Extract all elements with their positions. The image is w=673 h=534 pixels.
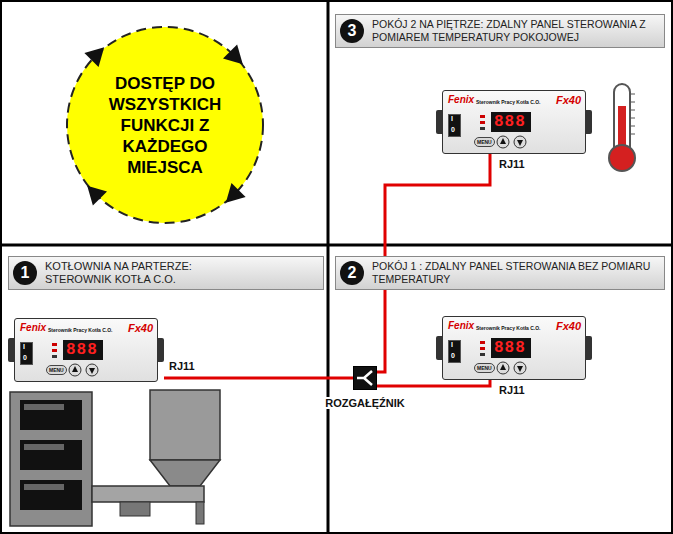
- mounting-ear: [585, 336, 592, 360]
- button-arrow: [72, 366, 78, 372]
- model-name: Fx40: [128, 322, 153, 334]
- led-display: 888: [66, 341, 98, 359]
- arrow-buttons: [496, 361, 536, 375]
- mounting-ear: [157, 338, 164, 362]
- button-arrow: [500, 138, 506, 144]
- divider-horizontal: [0, 244, 673, 247]
- arrow-buttons: [496, 135, 536, 149]
- led-display: 888: [494, 113, 526, 131]
- switch-mark: 0: [451, 352, 455, 360]
- boiler: [10, 390, 220, 526]
- splitter: ROZGAŁĘŹNIK: [353, 366, 377, 390]
- cycle-arrow: [219, 183, 246, 210]
- led: [52, 349, 57, 352]
- led: [52, 343, 57, 346]
- switch-mark: I: [451, 115, 453, 123]
- led: [480, 121, 485, 124]
- power-switch: [448, 340, 461, 363]
- button-arrow: [517, 366, 523, 372]
- connector-label: RJ11: [498, 158, 526, 170]
- led: [480, 347, 485, 350]
- button-down: [514, 136, 526, 148]
- panel-title: Sterownik Pracy Kotła C.O.: [476, 325, 540, 331]
- room-caption: POKÓJ 1 : ZDALNY PANEL STEROWANIA BEZ PO…: [372, 260, 658, 286]
- connector-label: RJ11: [498, 384, 526, 396]
- model-name: Fx40: [556, 320, 581, 332]
- arrowhead: [219, 183, 246, 210]
- room-banner: 2 POKÓJ 1 : ZDALNY PANEL STEROWANIA BEZ P…: [335, 256, 665, 290]
- cable: [377, 380, 490, 386]
- button-up: [497, 362, 509, 374]
- switch-mark: 0: [451, 126, 455, 134]
- slogan-text: DOSTĘP DO WSZYSTKICH FUNKCJI Z KAŻDEGO M…: [90, 73, 240, 178]
- slogan-circle: DOSTĘP DO WSZYSTKICH FUNKCJI Z KAŻDEGO M…: [65, 25, 265, 225]
- menu-button: MENU: [46, 365, 67, 375]
- arrow-buttons: [68, 363, 108, 377]
- brand-logo: Fenix: [448, 94, 474, 105]
- splitter-label: ROZGAŁĘŹNIK: [323, 397, 406, 409]
- boiler-controller: FenixSterownik Pracy Kotła C.O. Fx40 888ME…: [8, 318, 164, 382]
- power-switch: [20, 342, 33, 365]
- fork: [357, 371, 372, 385]
- connector-label: RJ11: [168, 360, 196, 372]
- button-up: [69, 364, 81, 376]
- arrowhead: [223, 44, 250, 71]
- button-arrow: [89, 368, 95, 374]
- brand-logo: Fenix: [20, 322, 46, 333]
- cable: [164, 377, 353, 380]
- cycle-arrow: [223, 44, 250, 71]
- remote-panel: FenixSterownik Pracy Kotła C.O. Fx40 888ME…: [436, 316, 592, 380]
- cycle-arrow: [80, 179, 107, 206]
- divider-vertical: [327, 0, 330, 534]
- led: [52, 355, 57, 358]
- callout-number: 1: [13, 261, 37, 285]
- power-switch: [448, 114, 461, 137]
- yellow-disc: [67, 27, 263, 223]
- button-down: [514, 362, 526, 374]
- switch-mark: 0: [23, 354, 27, 362]
- led: [480, 353, 485, 356]
- thermometer: [609, 84, 635, 171]
- model-name: Fx40: [556, 94, 581, 106]
- button-arrow: [500, 364, 506, 370]
- led: [480, 127, 485, 130]
- room-caption: KOTŁOWNIA NA PARTERZE: STEROWNIK KOTŁA C…: [45, 260, 255, 286]
- mounting-ear: [585, 110, 592, 134]
- button-arrow: [517, 140, 523, 146]
- arrowhead: [84, 40, 111, 67]
- splitter-symbol: [354, 367, 376, 389]
- button-down: [86, 364, 98, 376]
- menu-button: MENU: [474, 363, 495, 373]
- brand-logo: Fenix: [448, 320, 474, 331]
- switch-mark: I: [23, 343, 25, 351]
- led: [480, 341, 485, 344]
- switch-mark: I: [451, 341, 453, 349]
- menu-button: MENU: [474, 137, 495, 147]
- button-up: [497, 136, 509, 148]
- arrowhead: [80, 179, 107, 206]
- callout-number: 3: [340, 19, 364, 43]
- room-banner: 1 KOTŁOWNIA NA PARTERZE: STEROWNIK KOTŁA …: [8, 256, 324, 290]
- room-caption: POKÓJ 2 NA PIĘTRZE: ZDALNY PANEL STEROWA…: [372, 18, 658, 44]
- room-banner: 3 POKÓJ 2 NA PIĘTRZE: ZDALNY PANEL STEROW…: [335, 14, 665, 48]
- led-display: 888: [494, 339, 526, 357]
- panel-title: Sterownik Pracy Kotła C.O.: [48, 327, 112, 333]
- led: [480, 115, 485, 118]
- cycle-arrow: [84, 40, 111, 67]
- callout-number: 2: [340, 261, 364, 285]
- remote-panel: FenixSterownik Pracy Kotła C.O. Fx40 888ME…: [436, 90, 592, 154]
- panel-title: Sterownik Pracy Kotła C.O.: [476, 99, 540, 105]
